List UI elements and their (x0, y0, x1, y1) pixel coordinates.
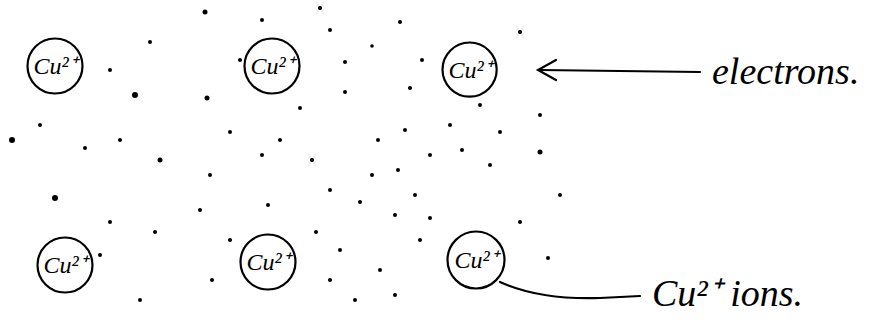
ion-ring (241, 235, 296, 290)
ion-symbol: Cu²⁺ (33, 54, 76, 78)
electron-arrow-head (538, 60, 556, 80)
ion-circle: Cu²⁺ (239, 233, 297, 291)
ion-circle: Cu²⁺ (441, 41, 498, 98)
ion-symbol: Cu²⁺ (448, 58, 491, 82)
ion-ring (443, 43, 497, 97)
ion-ring (38, 238, 93, 293)
ion-symbol: Cu²⁺ (246, 250, 289, 274)
ion-symbol: Cu²⁺ (454, 248, 497, 272)
ion-symbol: Cu²⁺ (43, 253, 86, 277)
ion-circle: Cu²⁺ (446, 230, 506, 290)
electron-arrow-shaft (540, 70, 700, 72)
leader-lines (500, 60, 700, 298)
ion-label: Cu²⁺ ions. (652, 274, 803, 312)
ion-ring (448, 232, 505, 289)
ion-circle: Cu²⁺ (36, 236, 94, 294)
ion-leader (500, 282, 640, 298)
ion-circle: Cu²⁺ (243, 37, 301, 95)
electron-dots (9, 6, 562, 302)
electron-label: electrons. (712, 52, 859, 90)
ion-ring (28, 39, 83, 94)
ion-symbol: Cu²⁺ (250, 54, 293, 78)
ion-circle: Cu²⁺ (26, 37, 84, 95)
ion-ring (245, 39, 300, 94)
